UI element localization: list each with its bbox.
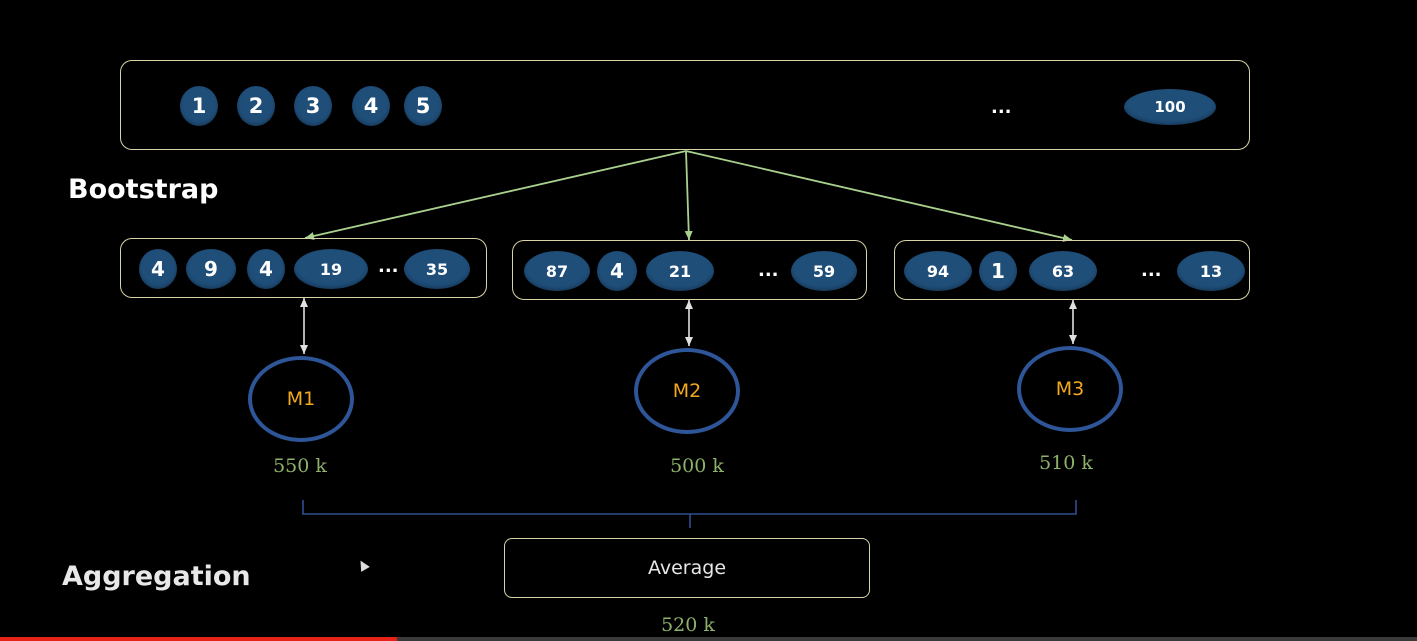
sample-item-last: 59 bbox=[791, 251, 857, 291]
video-progress-fill bbox=[0, 637, 397, 641]
sample-item: 9 bbox=[186, 249, 236, 289]
sample-ellipsis: ... bbox=[378, 256, 399, 277]
bootstrap-heading: Bootstrap bbox=[68, 174, 219, 205]
sample-item: 63 bbox=[1029, 251, 1097, 291]
sample-box-2: 87 4 21 ... 59 bbox=[512, 240, 867, 300]
model-2: M2 bbox=[634, 348, 740, 434]
aggregation-bracket bbox=[302, 500, 1077, 515]
sample-item: 87 bbox=[524, 251, 590, 291]
average-result: 520 k bbox=[661, 614, 715, 636]
bootstrap-arrow-3 bbox=[685, 150, 1073, 242]
population-item: 2 bbox=[237, 86, 275, 126]
sample-item: 4 bbox=[247, 249, 285, 289]
sample-box-1: 4 9 4 19 ... 35 bbox=[120, 238, 487, 298]
model-3-prediction: 510 k bbox=[1039, 452, 1093, 474]
population-box: 1 2 3 4 5 ... 100 bbox=[120, 60, 1250, 150]
sample-box-3: 94 1 63 ... 13 bbox=[894, 240, 1250, 300]
population-item: 4 bbox=[352, 86, 390, 126]
aggregation-heading: Aggregation bbox=[62, 561, 251, 592]
video-progress-bar[interactable] bbox=[0, 637, 1417, 641]
bootstrap-arrow-2 bbox=[684, 150, 693, 241]
population-item: 1 bbox=[180, 86, 218, 126]
population-item: 5 bbox=[404, 86, 442, 126]
sample-item: 94 bbox=[904, 251, 972, 291]
model-2-prediction: 500 k bbox=[670, 455, 724, 477]
sample-item: 19 bbox=[294, 249, 368, 289]
population-item-last: 100 bbox=[1124, 89, 1216, 125]
model-3: M3 bbox=[1017, 346, 1123, 432]
model-1: M1 bbox=[248, 356, 354, 442]
sample-item: 21 bbox=[646, 251, 714, 291]
sample-item: 4 bbox=[139, 249, 177, 289]
sample-item: 1 bbox=[979, 251, 1017, 291]
sample-ellipsis: ... bbox=[1141, 260, 1162, 281]
sample-ellipsis: ... bbox=[758, 260, 779, 281]
population-ellipsis: ... bbox=[991, 97, 1012, 118]
population-item: 3 bbox=[294, 86, 332, 126]
average-box: Average bbox=[504, 538, 870, 598]
mouse-cursor-icon bbox=[356, 558, 370, 572]
sample-item-last: 35 bbox=[404, 249, 470, 289]
sample-item: 4 bbox=[597, 251, 637, 291]
sample-item-last: 13 bbox=[1177, 251, 1245, 291]
bootstrap-arrow-1 bbox=[304, 150, 687, 240]
model-1-prediction: 550 k bbox=[273, 455, 327, 477]
